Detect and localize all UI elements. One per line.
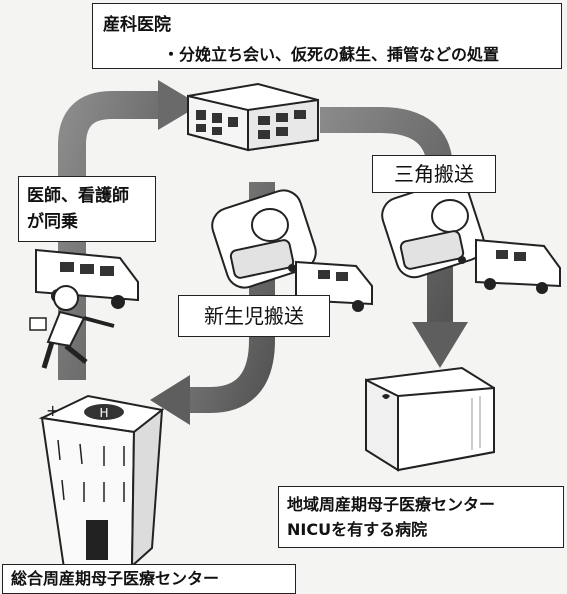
clinic-building-icon — [187, 82, 319, 152]
arrow-left-up — [58, 80, 200, 380]
regional-center-line2: NICUを有する病院 — [287, 520, 428, 539]
staff-aboard-line1: 医師、看護師 — [27, 186, 129, 206]
general-center-box: 総合周産期母子医療センター — [2, 564, 296, 594]
clinic-title: 産科医院 — [103, 15, 171, 35]
general-center-tower-icon: H + — [38, 394, 165, 570]
staff-aboard-box: 医師、看護師 が同乗 — [18, 176, 156, 242]
clinic-box: 産科医院 ・分娩立ち会い、仮死の蘇生、挿管などの処置 — [92, 3, 562, 69]
newborn-transport-label: 新生児搬送 — [178, 295, 330, 337]
triangle-transport-label: 三角搬送 — [372, 155, 496, 193]
running-doctor-icon — [29, 285, 115, 369]
cross-icon: + — [46, 401, 59, 420]
regional-center-building-icon — [365, 366, 495, 472]
staff-aboard-line2: が同乗 — [27, 212, 78, 232]
regional-center-line1: 地域周産期母子医療センター — [287, 495, 496, 514]
ambulance-right-icon — [475, 238, 561, 294]
clinic-detail: ・分娩立ち会い、仮死の蘇生、挿管などの処置 — [163, 45, 500, 64]
regional-center-box: 地域周産期母子医療センター NICUを有する病院 — [278, 486, 564, 548]
ambulance-left-icon — [35, 248, 139, 309]
arrow-center-down-left — [150, 182, 275, 425]
helipad-icon: H — [99, 406, 108, 420]
incubator-center-icon — [211, 189, 317, 289]
